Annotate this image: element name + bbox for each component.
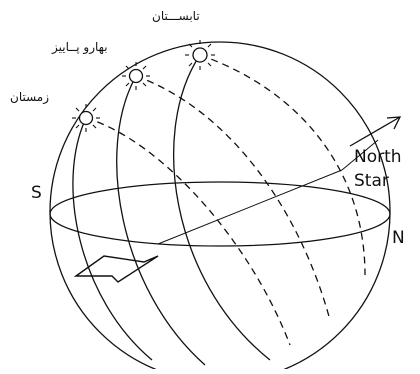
- equinox-path-back: [136, 76, 330, 320]
- south-label: S: [31, 185, 42, 202]
- horizon-plane: [50, 182, 390, 246]
- equinox-sun-path: [117, 76, 205, 365]
- sun-icon-summer: [185, 40, 215, 70]
- summer-path-back: [200, 55, 365, 275]
- north-label: N: [392, 230, 405, 247]
- celestial-sphere-outline: [50, 42, 390, 369]
- north-star-label-line2: Star: [354, 173, 389, 190]
- spring-autumn-label: بهارو پــاییز: [52, 41, 108, 53]
- observer-arrow: [76, 256, 158, 282]
- north-star-label-line1: North: [354, 149, 402, 166]
- celestial-axis: [158, 170, 342, 244]
- summer-label: تابســـتان: [152, 10, 200, 22]
- sun-icon-equinox: [122, 62, 150, 90]
- summer-sun-path: [174, 55, 270, 360]
- winter-label: زمستان: [10, 91, 49, 103]
